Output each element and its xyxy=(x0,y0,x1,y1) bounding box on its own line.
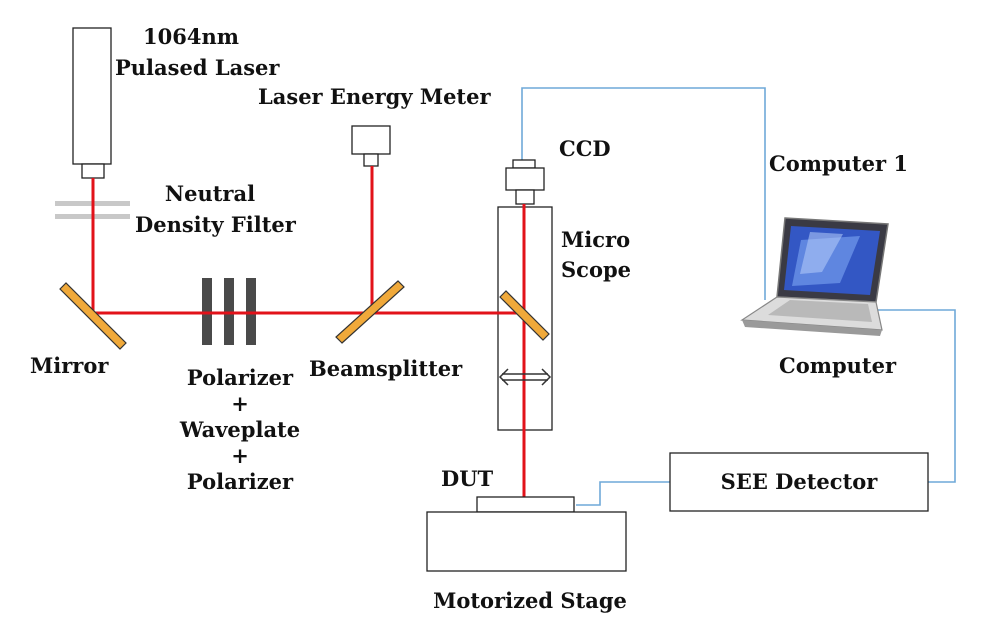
beamsplitter-label: Beamsplitter xyxy=(309,356,463,381)
plus-label-2: + xyxy=(231,443,249,468)
polarizer-label-1: Polarizer xyxy=(186,365,294,390)
nd-filter-label-line1: Neutral xyxy=(164,181,256,206)
mirror xyxy=(59,282,127,350)
laser-source xyxy=(72,27,112,179)
computer1-label: Computer 1 xyxy=(769,151,908,176)
cable-ccd-to-computer1 xyxy=(521,87,766,300)
laser-wavelength-label: 1064nm xyxy=(143,24,239,49)
polarizer-label-2: Polarizer xyxy=(186,469,294,494)
mirror-label: Mirror xyxy=(30,353,109,378)
dut-sample xyxy=(476,496,575,513)
plus-label-1: + xyxy=(231,391,249,416)
dut-label: DUT xyxy=(441,466,494,491)
signal-cables xyxy=(521,87,956,506)
optics-45deg xyxy=(59,280,550,350)
microscope-label-line2: Scope xyxy=(561,257,632,282)
laser-beam-path xyxy=(91,166,526,497)
computer-label: Computer xyxy=(779,353,897,378)
objective-lens-symbol xyxy=(498,368,552,386)
see-detector-box xyxy=(669,452,929,512)
laser-energy-meter xyxy=(351,125,391,167)
beamsplitter xyxy=(335,280,405,344)
cable-computer-to-see-detector xyxy=(872,309,956,483)
waveplate-label: Waveplate xyxy=(179,417,301,442)
ccd-camera xyxy=(505,159,545,205)
laser-type-label: Pulased Laser xyxy=(115,55,280,80)
nd-filter-label-line2: Density Filter xyxy=(135,212,296,237)
microscope-label-line1: Micro xyxy=(561,227,631,252)
motorized-stage-label: Motorized Stage xyxy=(433,588,627,613)
laptop-computer-icon xyxy=(740,217,889,336)
ccd-label: CCD xyxy=(559,136,611,161)
motorized-stage xyxy=(426,511,627,572)
cable-dut-to-see-detector xyxy=(576,481,670,506)
laser-energy-meter-label: Laser Energy Meter xyxy=(258,84,491,109)
see-detector-label: SEE Detector xyxy=(720,469,878,494)
microscope-beamsplitter xyxy=(499,290,550,341)
